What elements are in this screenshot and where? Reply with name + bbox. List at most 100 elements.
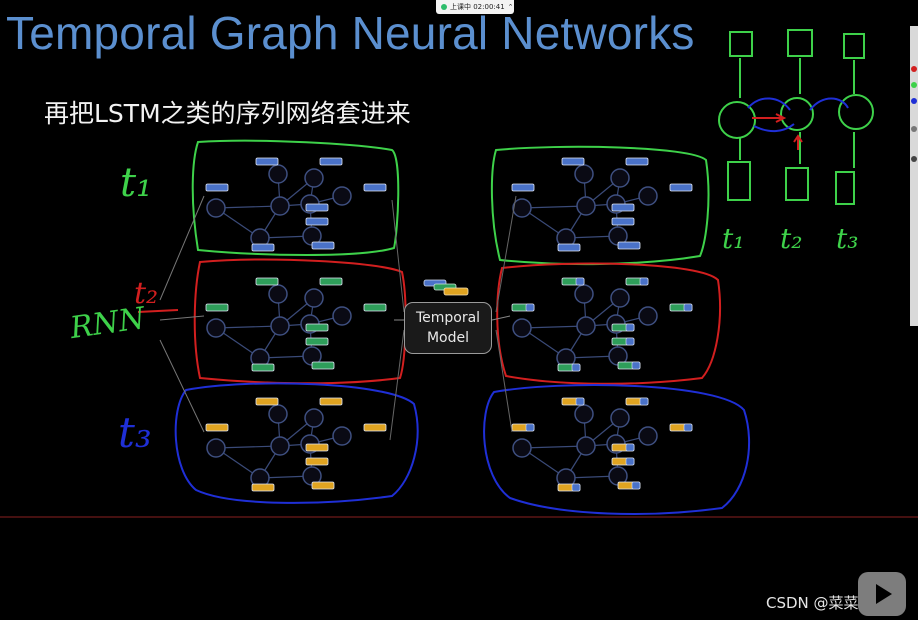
rnn-connector-3	[159, 339, 205, 433]
node-feature-bar	[205, 423, 229, 432]
node-feature-bar-history	[683, 303, 693, 312]
graph-node	[268, 164, 288, 184]
graph-node	[206, 318, 226, 338]
node-feature-bar-history	[525, 303, 535, 312]
node-feature-bar	[617, 241, 641, 250]
node-feature-bar	[319, 157, 343, 166]
graph-node	[638, 306, 658, 326]
graph-edge	[521, 205, 587, 209]
recording-dot-icon	[441, 4, 447, 10]
lstm-blue-link	[747, 97, 849, 132]
slide-title: Temporal Graph Neural Networks	[6, 7, 695, 59]
node-feature-bar	[363, 183, 387, 192]
graph-node	[610, 168, 630, 188]
rnn-connector-2	[159, 315, 205, 321]
graph-edge	[215, 325, 281, 329]
connector-out	[491, 315, 511, 321]
color-gray-icon[interactable]	[911, 126, 917, 132]
handwriting-t3-left: t₃	[118, 408, 152, 457]
node-feature-bar	[305, 217, 329, 226]
node-feature-bar	[255, 277, 279, 286]
red-loop-left	[193, 258, 407, 385]
temporal-model-box: Temporal Model	[404, 302, 492, 354]
graph-node	[512, 438, 532, 458]
node-feature-bar	[205, 183, 229, 192]
node-feature-bar	[611, 203, 635, 212]
graph-node	[268, 284, 288, 304]
play-button[interactable]	[858, 572, 906, 616]
graph-node	[268, 404, 288, 424]
watermark: CSDN @菜菜小堡	[766, 594, 889, 612]
graph-node	[270, 196, 290, 216]
graph-node	[270, 436, 290, 456]
graph-node	[304, 408, 324, 428]
node-feature-bar	[363, 303, 387, 312]
graph-snapshots	[205, 157, 693, 492]
lstm-red-arrows	[752, 113, 803, 150]
node-feature-bar-history	[525, 423, 535, 432]
graph-node	[304, 288, 324, 308]
lstm-sketch	[718, 29, 874, 205]
node-feature-bar	[561, 157, 585, 166]
graph-node	[576, 196, 596, 216]
handwriting-t1-left: t₁	[120, 160, 153, 206]
graph-node	[270, 316, 290, 336]
color-dark-icon[interactable]	[911, 156, 917, 162]
connector-bottom-right	[495, 329, 513, 433]
graph-edge	[215, 205, 281, 209]
handwriting-lstm-t3: t₃	[836, 222, 859, 255]
graph-node	[332, 186, 352, 206]
graph-node	[206, 198, 226, 218]
node-feature-bar	[625, 157, 649, 166]
graph-node	[304, 168, 324, 188]
node-feature-bar-history	[625, 323, 635, 332]
red-underline-stroke	[137, 309, 179, 313]
graph-edge	[521, 325, 587, 329]
node-feature-bar	[255, 397, 279, 406]
stacked-features-icon	[423, 279, 469, 296]
blue-loop-left	[174, 382, 419, 504]
node-feature-bar	[305, 457, 329, 466]
graph-node	[512, 318, 532, 338]
graph-edge	[215, 445, 281, 449]
node-feature-bar	[311, 241, 335, 250]
graph-edge	[521, 445, 587, 449]
connector-top-left	[391, 199, 405, 313]
node-feature-bar	[251, 243, 275, 252]
blue-loop-right	[483, 384, 751, 515]
annotation-toolbar[interactable]	[910, 26, 918, 326]
node-feature-bar-history	[631, 481, 641, 490]
color-red-icon[interactable]	[911, 66, 917, 72]
color-blue-icon[interactable]	[911, 98, 917, 104]
handwriting-t2-left: t₂	[134, 276, 159, 311]
node-feature-bar-history	[625, 457, 635, 466]
green-loop-right	[490, 145, 710, 266]
recording-badge[interactable]: 上课中 02:00:41 ⌃	[436, 0, 514, 14]
node-feature-bar	[311, 481, 335, 490]
node-feature-bar-history	[625, 337, 635, 346]
node-feature-bar-history	[571, 483, 581, 492]
rnn-connector-1	[159, 195, 205, 301]
node-feature-bar-history	[683, 423, 693, 432]
node-feature-bar-history	[639, 397, 649, 406]
node-feature-bar	[669, 183, 693, 192]
color-green-icon[interactable]	[911, 82, 917, 88]
graph-node	[638, 426, 658, 446]
handwriting-lstm-t1: t₁	[722, 222, 745, 255]
play-icon	[876, 584, 892, 604]
node-feature-bar-history	[571, 363, 581, 372]
graph-node	[638, 186, 658, 206]
node-feature-bar-history	[631, 361, 641, 370]
slide-subtitle: 再把LSTM之类的序列网络套进来	[44, 99, 411, 128]
node-feature-bar	[319, 397, 343, 406]
graph-node	[332, 426, 352, 446]
node-feature-bar	[511, 183, 535, 192]
handwriting-lstm-t2: t₂	[780, 222, 803, 255]
red-loop-right	[496, 262, 721, 385]
node-feature-bar	[251, 483, 275, 492]
node-feature-bar	[305, 337, 329, 346]
node-feature-bar	[305, 443, 329, 452]
node-feature-bar	[251, 363, 275, 372]
